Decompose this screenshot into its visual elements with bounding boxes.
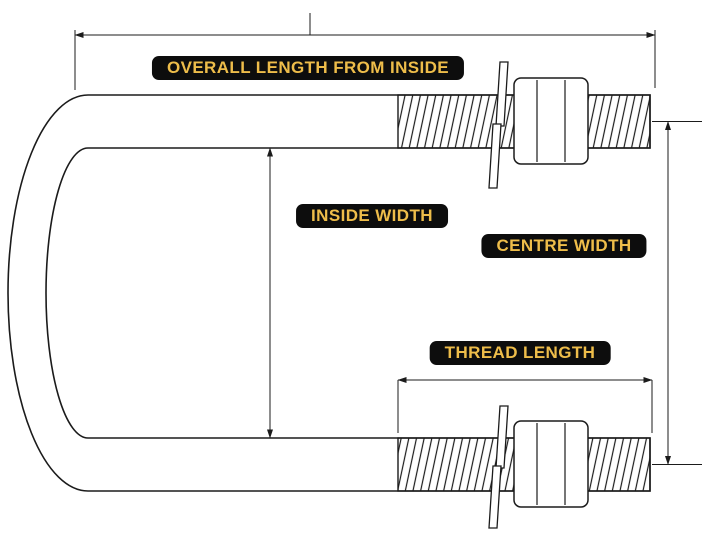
dim-overall-length (74, 13, 656, 90)
hex-nut-top (513, 77, 589, 165)
label-thread-length: THREAD LENGTH (429, 341, 611, 365)
dim-centre-width (652, 121, 702, 465)
label-centre-width: CENTRE WIDTH (481, 234, 647, 258)
hex-nut-bottom (513, 420, 589, 508)
label-overall-length: OVERALL LENGTH FROM INSIDE (151, 56, 465, 80)
label-inside-width: INSIDE WIDTH (296, 204, 448, 228)
spring-washer-top (488, 61, 509, 189)
dim-thread-length (397, 377, 653, 433)
spring-washer-bottom (488, 405, 509, 529)
